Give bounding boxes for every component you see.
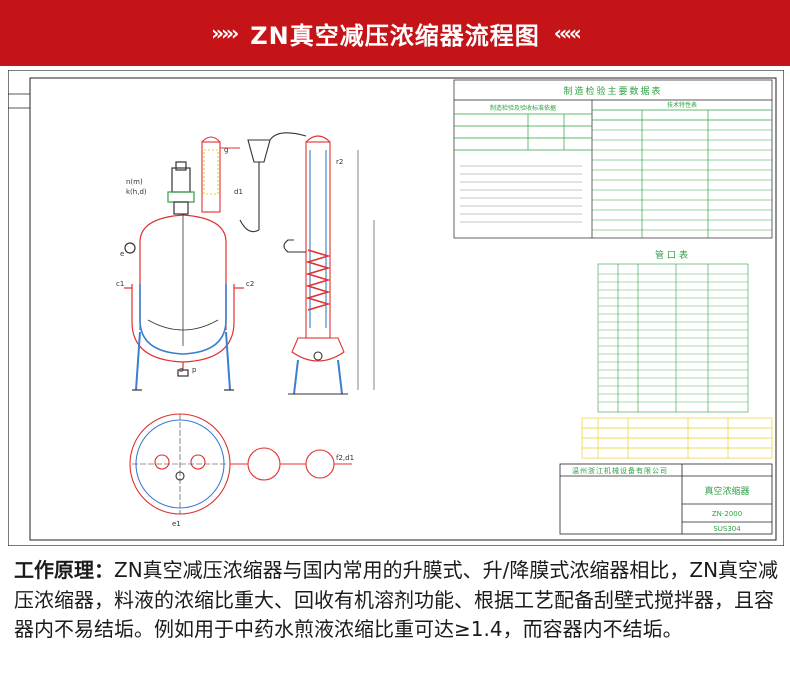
title-block-model: ZN-2000 bbox=[712, 510, 742, 518]
title-block bbox=[559, 463, 773, 535]
table-main-title: 制造检验主要数据表 bbox=[563, 85, 662, 97]
principle-label: 工作原理： bbox=[14, 558, 114, 582]
drawing-labels: n(m) k(h,d) c1 c2 e o p g d1 r2 e1 f2,d1 bbox=[116, 146, 354, 528]
reactor-vessel bbox=[124, 161, 244, 391]
right-chevrons-icon: ‹«« bbox=[553, 21, 582, 45]
label-k: k(h,d) bbox=[126, 188, 147, 196]
page-header: »»› ZN真空减压浓缩器流程图 ‹«« bbox=[0, 0, 790, 66]
condenser bbox=[201, 136, 271, 233]
label-o: o bbox=[179, 366, 183, 374]
label-r2: r2 bbox=[336, 158, 343, 166]
label-c1: c1 bbox=[116, 280, 124, 288]
title-block-name: 真空浓缩器 bbox=[704, 485, 749, 497]
principle-text: ZN真空减压浓缩器与国内常用的升膜式、升/降膜式浓缩器相比，ZN真空减压浓缩器，… bbox=[14, 558, 779, 641]
title-block-material: SUS304 bbox=[713, 525, 741, 533]
label-p: p bbox=[192, 366, 197, 374]
left-chevrons-icon: »»› bbox=[211, 21, 239, 45]
evaporator-column bbox=[269, 132, 375, 395]
label-e: e bbox=[120, 250, 124, 258]
label-g: g bbox=[224, 146, 228, 154]
label-d1: d1 bbox=[234, 188, 243, 196]
table-sub-right: 技术特性表 bbox=[667, 101, 697, 109]
working-principle: 工作原理：ZN真空减压浓缩器与国内常用的升膜式、升/降膜式浓缩器相比，ZN真空减… bbox=[14, 556, 780, 645]
page-title: ZN真空减压浓缩器流程图 bbox=[250, 21, 540, 50]
data-table bbox=[453, 79, 773, 239]
table-sub-left: 制造检验及验收标准依据 bbox=[490, 104, 556, 112]
engineering-drawing: n(m) k(h,d) c1 c2 e o p g d1 r2 e1 f2,d1 bbox=[8, 70, 784, 546]
title-block-company: 温州浙江机械设备有限公司 bbox=[572, 466, 668, 475]
drawing-frame bbox=[8, 70, 784, 546]
parts-list bbox=[581, 417, 773, 459]
label-n: n(m) bbox=[126, 178, 143, 186]
label-e1: e1 bbox=[172, 520, 181, 528]
nozzle-table-title: 管口表 bbox=[655, 249, 691, 261]
label-f2: f2,d1 bbox=[336, 454, 354, 462]
label-c2: c2 bbox=[246, 280, 254, 288]
plan-view bbox=[129, 413, 352, 515]
